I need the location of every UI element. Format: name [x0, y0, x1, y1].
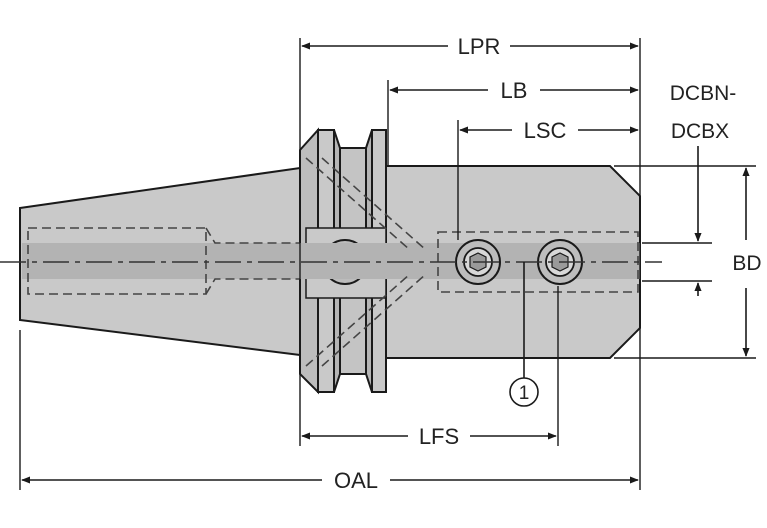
callout-1: 1 — [509, 377, 539, 407]
dimension-lines — [21, 42, 750, 484]
label-lsc: LSC — [524, 118, 567, 143]
label-dcbx: DCBX — [671, 120, 729, 143]
label-lfs: LFS — [419, 424, 459, 449]
dimension-labels: LPR LB LSC DCBN- DCBX BD LFS OAL — [334, 34, 762, 493]
label-oal: OAL — [334, 468, 378, 493]
label-dcbn: DCBN- — [670, 82, 737, 105]
tool-body — [0, 127, 662, 395]
extension-lines — [19, 38, 756, 490]
label-lpr: LPR — [458, 34, 501, 59]
callout-number: 1 — [519, 383, 530, 404]
label-lb: LB — [501, 78, 528, 103]
bore-band — [22, 243, 640, 279]
label-bd: BD — [732, 252, 761, 275]
